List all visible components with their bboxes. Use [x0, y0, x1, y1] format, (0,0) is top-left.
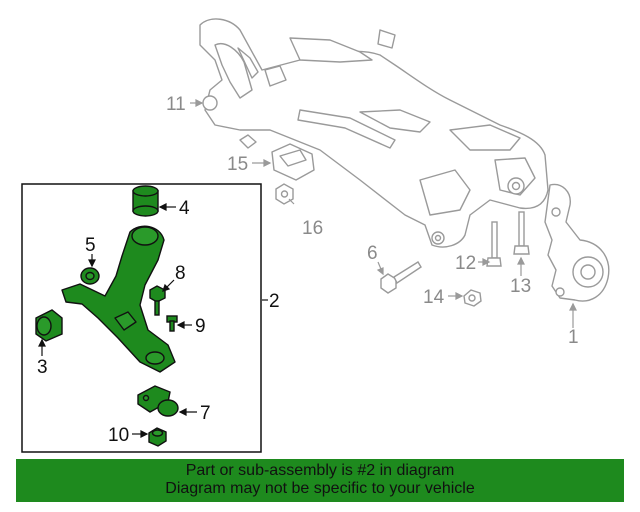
bushing-3[interactable] [35, 309, 63, 342]
callout-3: 3 [37, 357, 48, 378]
sub-assembly-notice-banner: Part or sub-assembly is #2 in diagram Di… [16, 459, 624, 502]
ball-joint-7[interactable] [137, 385, 179, 417]
bushing-5[interactable] [80, 267, 100, 285]
lower-arm-assembly-box [21, 183, 262, 453]
callout-13: 13 [510, 276, 531, 297]
callout-7: 7 [200, 403, 211, 424]
bracket-15 [271, 143, 315, 181]
callout-10: 10 [108, 425, 129, 446]
lower-control-arm[interactable] [61, 225, 176, 373]
banner-line-2: Diagram may not be specific to your vehi… [165, 480, 475, 497]
banner-line-1: Part or sub-assembly is #2 in diagram [185, 462, 455, 479]
callout-15: 15 [227, 154, 248, 175]
bolt-6 [380, 261, 422, 294]
bolt-13 [513, 211, 530, 255]
bolt-12 [486, 221, 502, 267]
steering-knuckle [544, 183, 610, 302]
callout-12: 12 [455, 253, 476, 274]
front-crossmember [199, 18, 549, 248]
callout-9: 9 [195, 316, 206, 337]
callout-5: 5 [85, 235, 96, 256]
callout-11: 11 [166, 94, 186, 115]
nut-16 [275, 183, 294, 205]
bolt-9[interactable] [166, 315, 178, 332]
callout-14: 14 [423, 287, 445, 308]
leader-lines [38, 99, 577, 438]
nut-14 [463, 289, 482, 307]
bushing-4[interactable] [132, 185, 159, 217]
callout-6: 6 [367, 243, 378, 264]
callout-16: 16 [302, 218, 323, 239]
callout-1: 1 [568, 327, 579, 348]
callout-4: 4 [179, 198, 190, 219]
callout-8: 8 [175, 263, 186, 284]
callout-2: 2 [269, 291, 280, 312]
bolt-8[interactable] [149, 285, 166, 316]
nut-10[interactable] [148, 427, 167, 447]
